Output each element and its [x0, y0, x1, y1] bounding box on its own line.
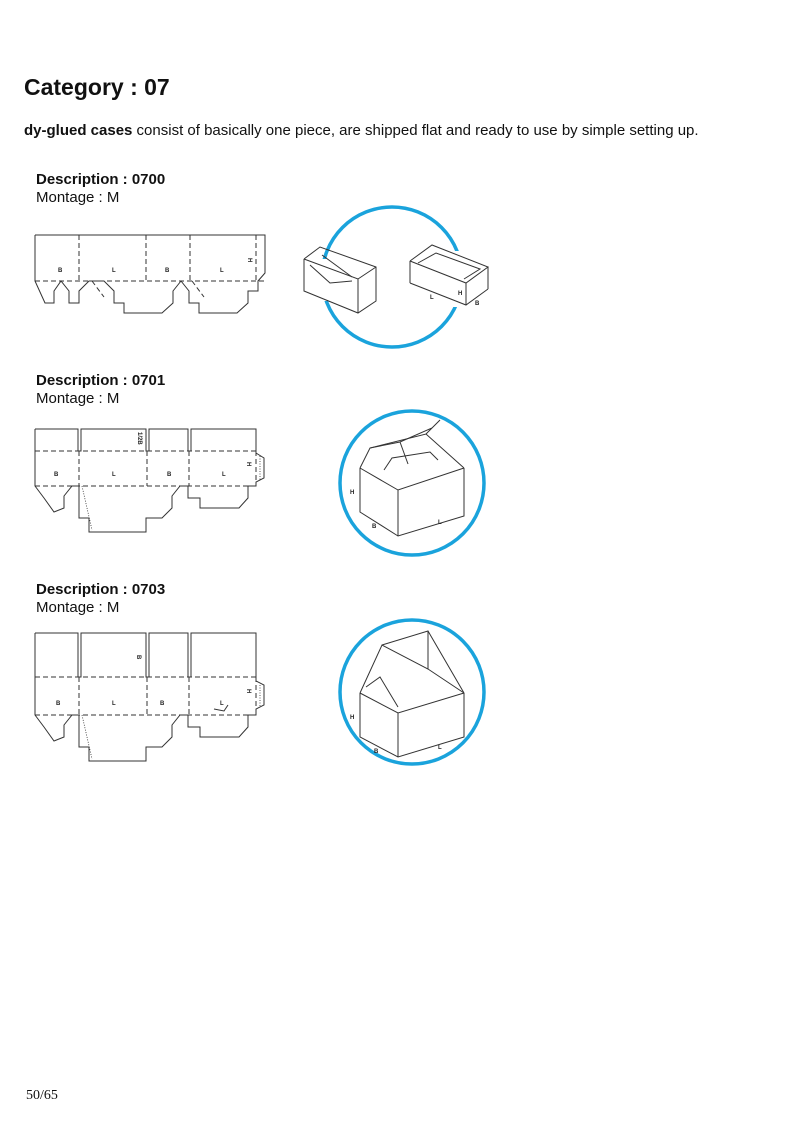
flat-label-h: H [245, 689, 251, 693]
illustration-circle [338, 409, 486, 557]
box-illustration-0701: H B L [338, 409, 486, 557]
flat-label-b: B [165, 268, 170, 274]
flat-label-l: L [220, 268, 224, 274]
box-illustration-0703: H B L [338, 618, 486, 766]
flat-label-b: B [58, 268, 63, 274]
box-label-h: H [350, 715, 354, 721]
description-label: Description : 0703 [36, 581, 166, 598]
flat-label-l: L [222, 472, 226, 478]
box-label-b: B [374, 749, 379, 755]
flat-label-l: L [112, 268, 116, 274]
box-label-h: H [458, 291, 462, 297]
description-label: Description : 0701 [36, 372, 166, 389]
montage-label: Montage : M [36, 390, 120, 407]
flat-label-half-b: 1/2B [136, 432, 142, 445]
flat-label-b: B [54, 472, 59, 478]
box-label-b: B [372, 524, 377, 530]
flat-label-l: L [112, 472, 116, 478]
flat-pattern-0703: B L B L H B [34, 632, 265, 762]
box-label-b: B [475, 301, 480, 307]
flat-label-l: L [220, 701, 224, 707]
intro-text: dy-glued cases consist of basically one … [24, 122, 699, 139]
montage-label: Montage : M [36, 599, 120, 616]
illustration-circle [338, 618, 486, 766]
box-illustration-0700: L H B [303, 205, 492, 349]
box-label-l: L [438, 745, 442, 751]
box-label-h: H [350, 490, 354, 496]
box-label-l: L [430, 295, 434, 301]
montage-label: Montage : M [36, 189, 120, 206]
intro-rest: consist of basically one piece, are ship… [132, 122, 699, 139]
flat-label-b: B [56, 701, 61, 707]
page-number: 50/65 [26, 1088, 58, 1103]
flat-pattern-0700: B L B L H [34, 234, 266, 314]
flat-pattern-0701: B L B L H 1/2B [34, 428, 265, 533]
flat-label-h: H [245, 462, 251, 466]
flat-label-l: L [112, 701, 116, 707]
flat-label-b: B [135, 655, 141, 660]
description-label: Description : 0700 [36, 171, 166, 188]
flat-label-b: B [167, 472, 172, 478]
flat-label-b: B [160, 701, 165, 707]
flat-label-h: H [246, 258, 252, 262]
intro-bold: dy-glued cases [24, 122, 133, 139]
box-label-l: L [438, 520, 442, 526]
page-title: Category : 07 [24, 74, 170, 100]
